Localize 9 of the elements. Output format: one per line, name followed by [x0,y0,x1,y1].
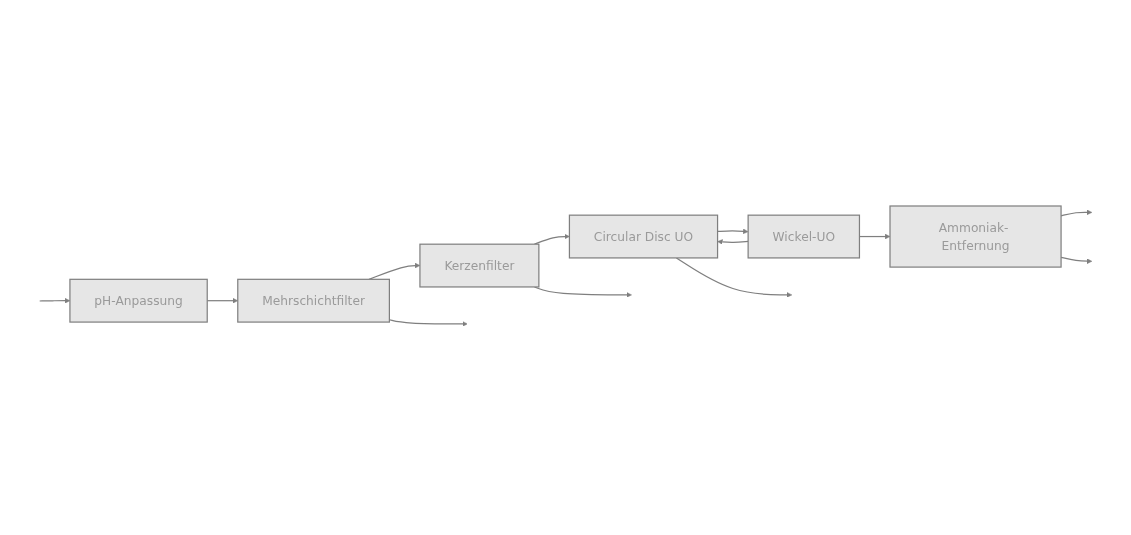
arrow [717,238,749,245]
arrow [388,318,468,327]
node-box: Ammoniak- Entfernung [889,205,1062,268]
node-box: pH-Anpassung [69,278,208,323]
node-box: Circular Disc UO [568,214,719,259]
node-box: Wickel-UO [747,214,861,259]
arrow [675,256,793,298]
node-box: Mehrschichtfilter [237,278,390,323]
node-box: Kerzenfilter [419,243,540,288]
